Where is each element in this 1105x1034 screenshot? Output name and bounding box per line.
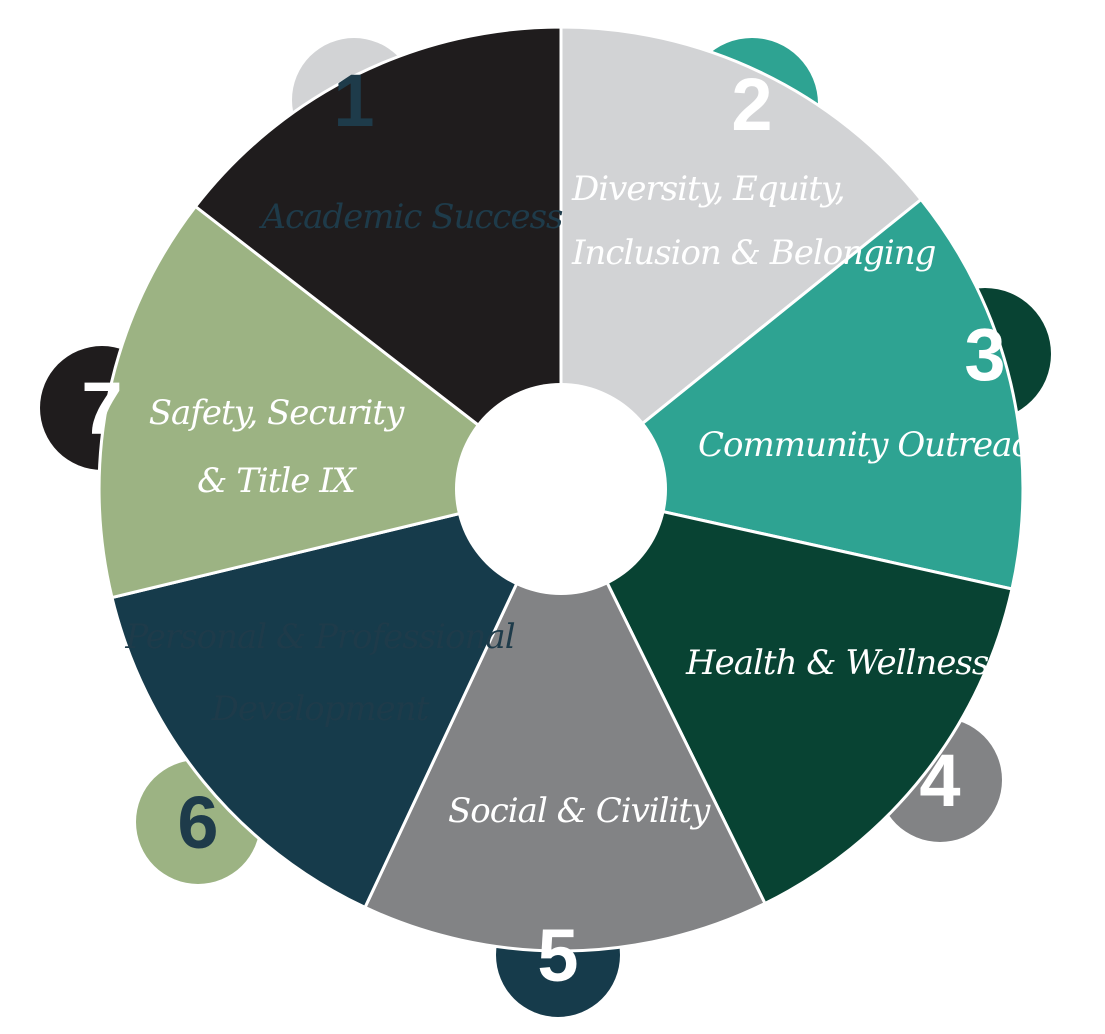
center-hole <box>455 383 667 595</box>
segment-7-label-line-2: & Title IX <box>197 461 358 501</box>
segment-4-wedge <box>363 487 767 953</box>
segment-5-label-line-1: Social & Civility <box>448 791 711 831</box>
segment-6-label-line-1: Personal & Professional <box>124 617 514 657</box>
segment-2-wedge <box>559 198 1025 591</box>
segment-5-wedge <box>110 487 563 909</box>
segment-3-wedge <box>559 487 1014 905</box>
segment-6-wedge <box>97 205 563 600</box>
segment-2-label-line-2: Inclusion & Belonging <box>571 233 936 273</box>
segment-1-wedge <box>559 25 923 491</box>
segment-4-number: 4 <box>919 739 960 822</box>
segment-2-label-line-1: Diversity, Equity, <box>571 169 845 209</box>
segment-6-label-line-2: Development <box>211 689 430 729</box>
segment-5-number: 5 <box>537 914 578 997</box>
segment-3-number: 3 <box>964 313 1005 396</box>
segment-3-label-line-1: Community Outreach <box>698 425 1050 465</box>
segment-7-label-line-1: Safety, Security <box>149 393 405 433</box>
segment-4-label-line-1: Health & Wellness <box>685 643 989 683</box>
segment-7-number: 7 <box>81 367 122 450</box>
segment-7-wedge <box>194 25 563 491</box>
segment-6-number: 6 <box>177 781 218 864</box>
segment-1-number: 1 <box>333 59 374 142</box>
segment-1-label-line-1: Academic Success <box>258 197 563 237</box>
segment-2-number: 2 <box>731 63 772 146</box>
segments-layer <box>97 25 1025 953</box>
